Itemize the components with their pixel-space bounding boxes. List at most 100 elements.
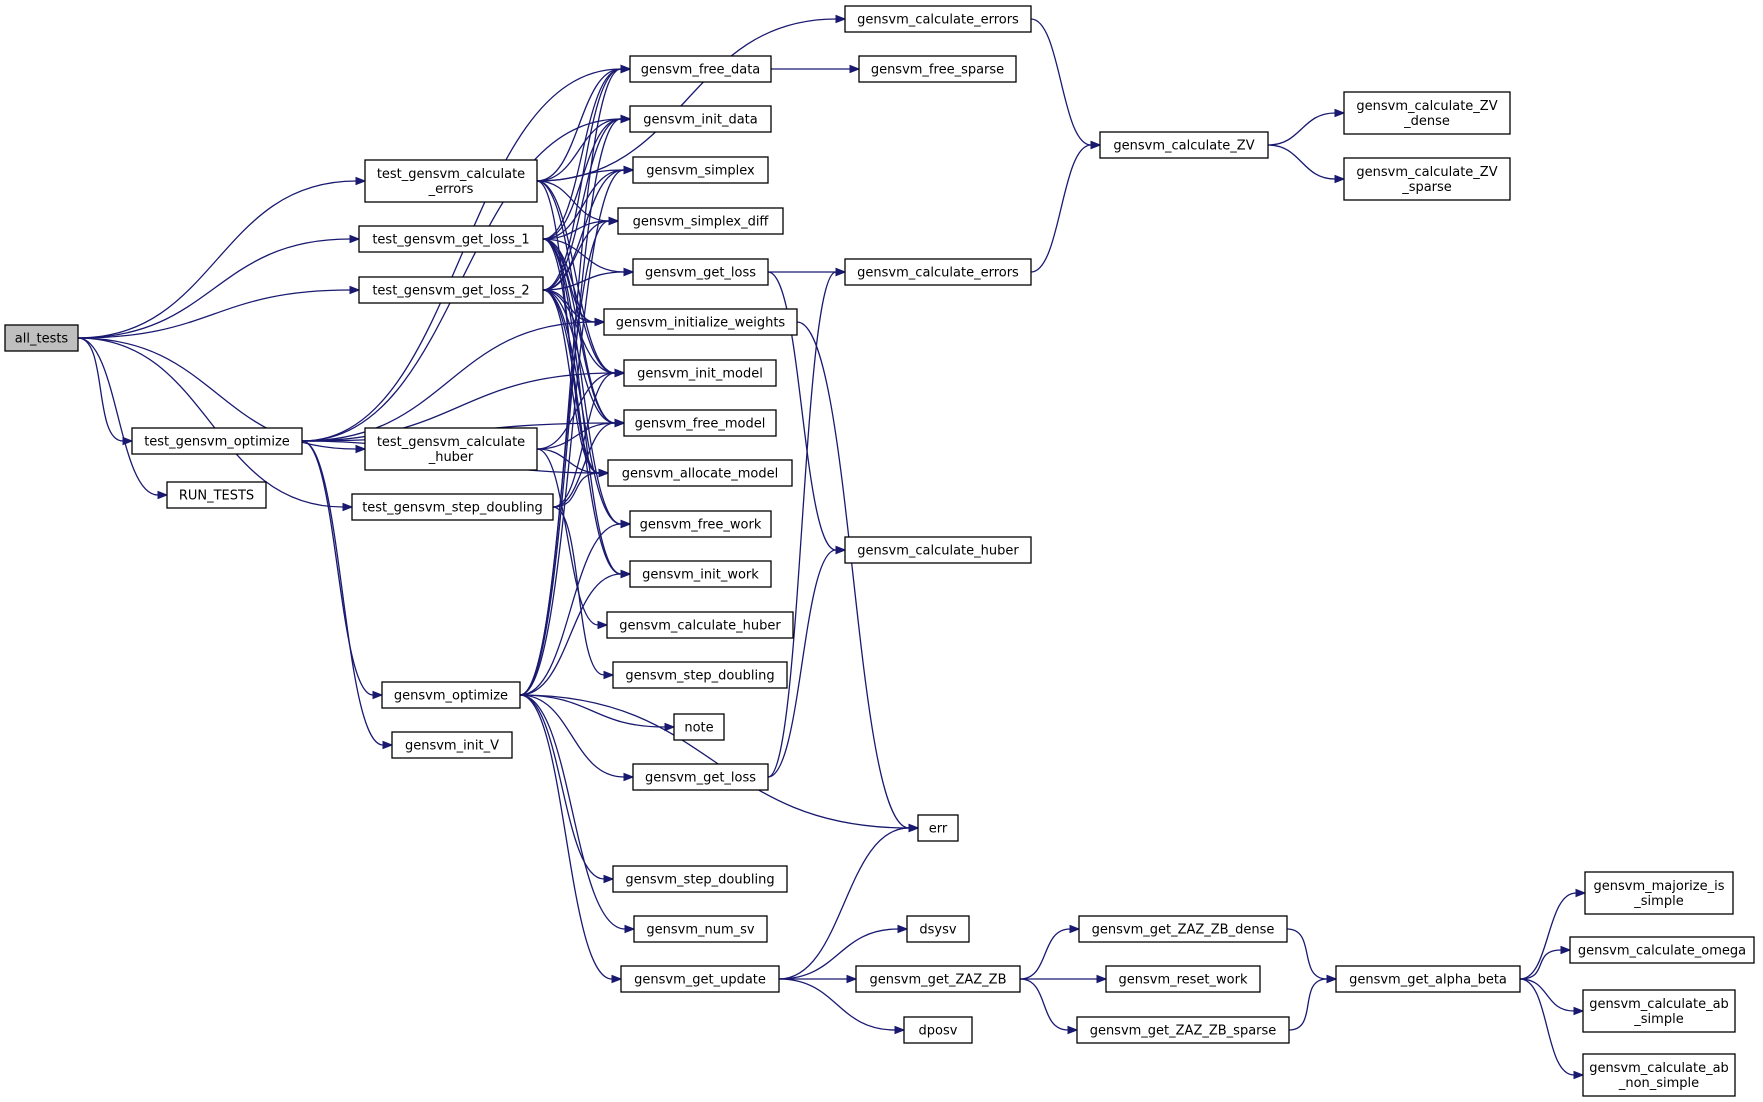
edge-gensvm_get_update-to-dsysv [778, 924, 909, 980]
node-box[interactable] [906, 915, 970, 943]
node-gensvm-calculate-errors-top[interactable]: gensvm_calculate_errors [844, 5, 1032, 33]
edge-arrowhead [1326, 974, 1338, 984]
node-gensvm-initialize-weights[interactable]: gensvm_initialize_weights [603, 308, 798, 336]
node-gensvm-calculate-omega[interactable]: gensvm_calculate_omega [1569, 936, 1755, 964]
node-gensvm-init-V[interactable]: gensvm_init_V [391, 731, 513, 759]
node-box[interactable] [629, 105, 772, 133]
node-gensvm-free-work[interactable]: gensvm_free_work [629, 510, 772, 538]
node-note[interactable]: note [673, 713, 725, 741]
node-test-gensvm-get-loss-1[interactable]: test_gensvm_get_loss_1 [358, 225, 544, 253]
node-box[interactable] [623, 359, 777, 387]
node-box[interactable] [364, 159, 538, 203]
node-gensvm-free-data[interactable]: gensvm_free_data [629, 55, 772, 83]
edge-line [542, 68, 622, 240]
node-box[interactable] [917, 814, 959, 842]
node-gensvm-get-ZAZ-ZB-dense[interactable]: gensvm_get_ZAZ_ZB_dense [1078, 915, 1288, 943]
node-box[interactable] [381, 681, 521, 709]
node-box[interactable] [603, 308, 798, 336]
node-all-tests[interactable]: all_tests [4, 324, 79, 352]
node-box[interactable] [620, 965, 780, 993]
node-box[interactable] [166, 481, 267, 509]
node-box[interactable] [1582, 1053, 1736, 1097]
node-gensvm-optimize[interactable]: gensvm_optimize [381, 681, 521, 709]
node-box[interactable] [858, 55, 1017, 83]
node-box[interactable] [1569, 936, 1755, 964]
node-box[interactable] [632, 156, 769, 184]
node-gensvm-get-alpha-beta[interactable]: gensvm_get_alpha_beta [1335, 965, 1521, 993]
node-box[interactable] [1099, 131, 1269, 159]
node-test-gensvm-step-doubling[interactable]: test_gensvm_step_doubling [351, 493, 554, 521]
node-box[interactable] [1582, 989, 1736, 1033]
node-box[interactable] [903, 1016, 973, 1044]
node-gensvm-calculate-ZV[interactable]: gensvm_calculate_ZV [1099, 131, 1269, 159]
node-gensvm-get-ZAZ-ZB-sparse[interactable]: gensvm_get_ZAZ_ZB_sparse [1076, 1016, 1290, 1044]
node-test-gensvm-optimize[interactable]: test_gensvm_optimize [131, 427, 303, 455]
node-gensvm-calculate-huber-mid[interactable]: gensvm_calculate_huber [606, 611, 794, 639]
node-RUN-TESTS[interactable]: RUN_TESTS [166, 481, 267, 509]
node-gensvm-simplex[interactable]: gensvm_simplex [632, 156, 769, 184]
node-box[interactable] [131, 427, 303, 455]
node-gensvm-calculate-ab-non-simple[interactable]: gensvm_calculate_ab_non_simple [1582, 1053, 1736, 1097]
node-gensvm-free-model[interactable]: gensvm_free_model [623, 409, 777, 437]
node-gensvm-calculate-ab-simple[interactable]: gensvm_calculate_ab_simple [1582, 989, 1736, 1033]
node-gensvm-get-ZAZ-ZB[interactable]: gensvm_get_ZAZ_ZB [855, 965, 1021, 993]
node-box[interactable] [4, 324, 79, 352]
node-box[interactable] [606, 611, 794, 639]
node-box[interactable] [358, 276, 544, 304]
node-box[interactable] [1078, 915, 1288, 943]
node-box[interactable] [391, 731, 513, 759]
node-box[interactable] [1343, 91, 1511, 135]
node-label: note [684, 721, 713, 736]
node-test-gensvm-calculate-huber[interactable]: test_gensvm_calculate_huber [364, 427, 538, 471]
node-dsysv[interactable]: dsysv [906, 915, 970, 943]
node-gensvm-calculate-ZV-sparse[interactable]: gensvm_calculate_ZV_sparse [1343, 157, 1511, 201]
node-box[interactable] [844, 5, 1032, 33]
node-gensvm-init-work[interactable]: gensvm_init_work [629, 560, 772, 588]
node-gensvm-get-loss-low[interactable]: gensvm_get_loss [632, 763, 769, 791]
node-gensvm-step-doubling-low[interactable]: gensvm_step_doubling [612, 865, 788, 893]
node-gensvm-calculate-ZV-dense[interactable]: gensvm_calculate_ZV_dense [1343, 91, 1511, 135]
node-box[interactable] [607, 459, 793, 487]
node-gensvm-num-sv[interactable]: gensvm_num_sv [633, 915, 768, 943]
node-box[interactable] [844, 258, 1032, 286]
node-box[interactable] [632, 258, 769, 286]
node-box[interactable] [364, 427, 538, 471]
node-gensvm-calculate-huber-right[interactable]: gensvm_calculate_huber [844, 536, 1032, 564]
node-err[interactable]: err [917, 814, 959, 842]
node-test-gensvm-calculate-errors[interactable]: test_gensvm_calculate_errors [364, 159, 538, 203]
node-gensvm-majorize-is-simple[interactable]: gensvm_majorize_is_simple [1584, 871, 1734, 915]
node-box[interactable] [612, 865, 788, 893]
node-box[interactable] [844, 536, 1032, 564]
node-gensvm-init-data[interactable]: gensvm_init_data [629, 105, 772, 133]
node-gensvm-reset-work[interactable]: gensvm_reset_work [1105, 965, 1261, 993]
node-gensvm-simplex-diff[interactable]: gensvm_simplex_diff [617, 207, 784, 235]
node-box[interactable] [351, 493, 554, 521]
node-box[interactable] [1343, 157, 1511, 201]
node-box[interactable] [1076, 1016, 1290, 1044]
node-box[interactable] [623, 409, 777, 437]
node-box[interactable] [632, 763, 769, 791]
node-box[interactable] [358, 225, 544, 253]
node-gensvm-get-loss-mid[interactable]: gensvm_get_loss [632, 258, 769, 286]
node-test-gensvm-get-loss-2[interactable]: test_gensvm_get_loss_2 [358, 276, 544, 304]
node-box[interactable] [1584, 871, 1734, 915]
node-box[interactable] [855, 965, 1021, 993]
node-box[interactable] [629, 510, 772, 538]
node-box[interactable] [617, 207, 784, 235]
node-box[interactable] [612, 661, 788, 689]
node-box[interactable] [629, 560, 772, 588]
node-box[interactable] [673, 713, 725, 741]
node-gensvm-allocate-model[interactable]: gensvm_allocate_model [607, 459, 793, 487]
node-gensvm-get-update[interactable]: gensvm_get_update [620, 965, 780, 993]
node-box[interactable] [629, 55, 772, 83]
node-box[interactable] [1335, 965, 1521, 993]
node-gensvm-free-sparse[interactable]: gensvm_free_sparse [858, 55, 1017, 83]
node-gensvm-calculate-errors-mid[interactable]: gensvm_calculate_errors [844, 258, 1032, 286]
node-box[interactable] [633, 915, 768, 943]
node-gensvm-init-model[interactable]: gensvm_init_model [623, 359, 777, 387]
node-box[interactable] [1105, 965, 1261, 993]
node-gensvm-step-doubling-mid[interactable]: gensvm_step_doubling [612, 661, 788, 689]
edge-line [519, 573, 622, 696]
edge-arrowhead [355, 444, 367, 454]
node-dposv[interactable]: dposv [903, 1016, 973, 1044]
